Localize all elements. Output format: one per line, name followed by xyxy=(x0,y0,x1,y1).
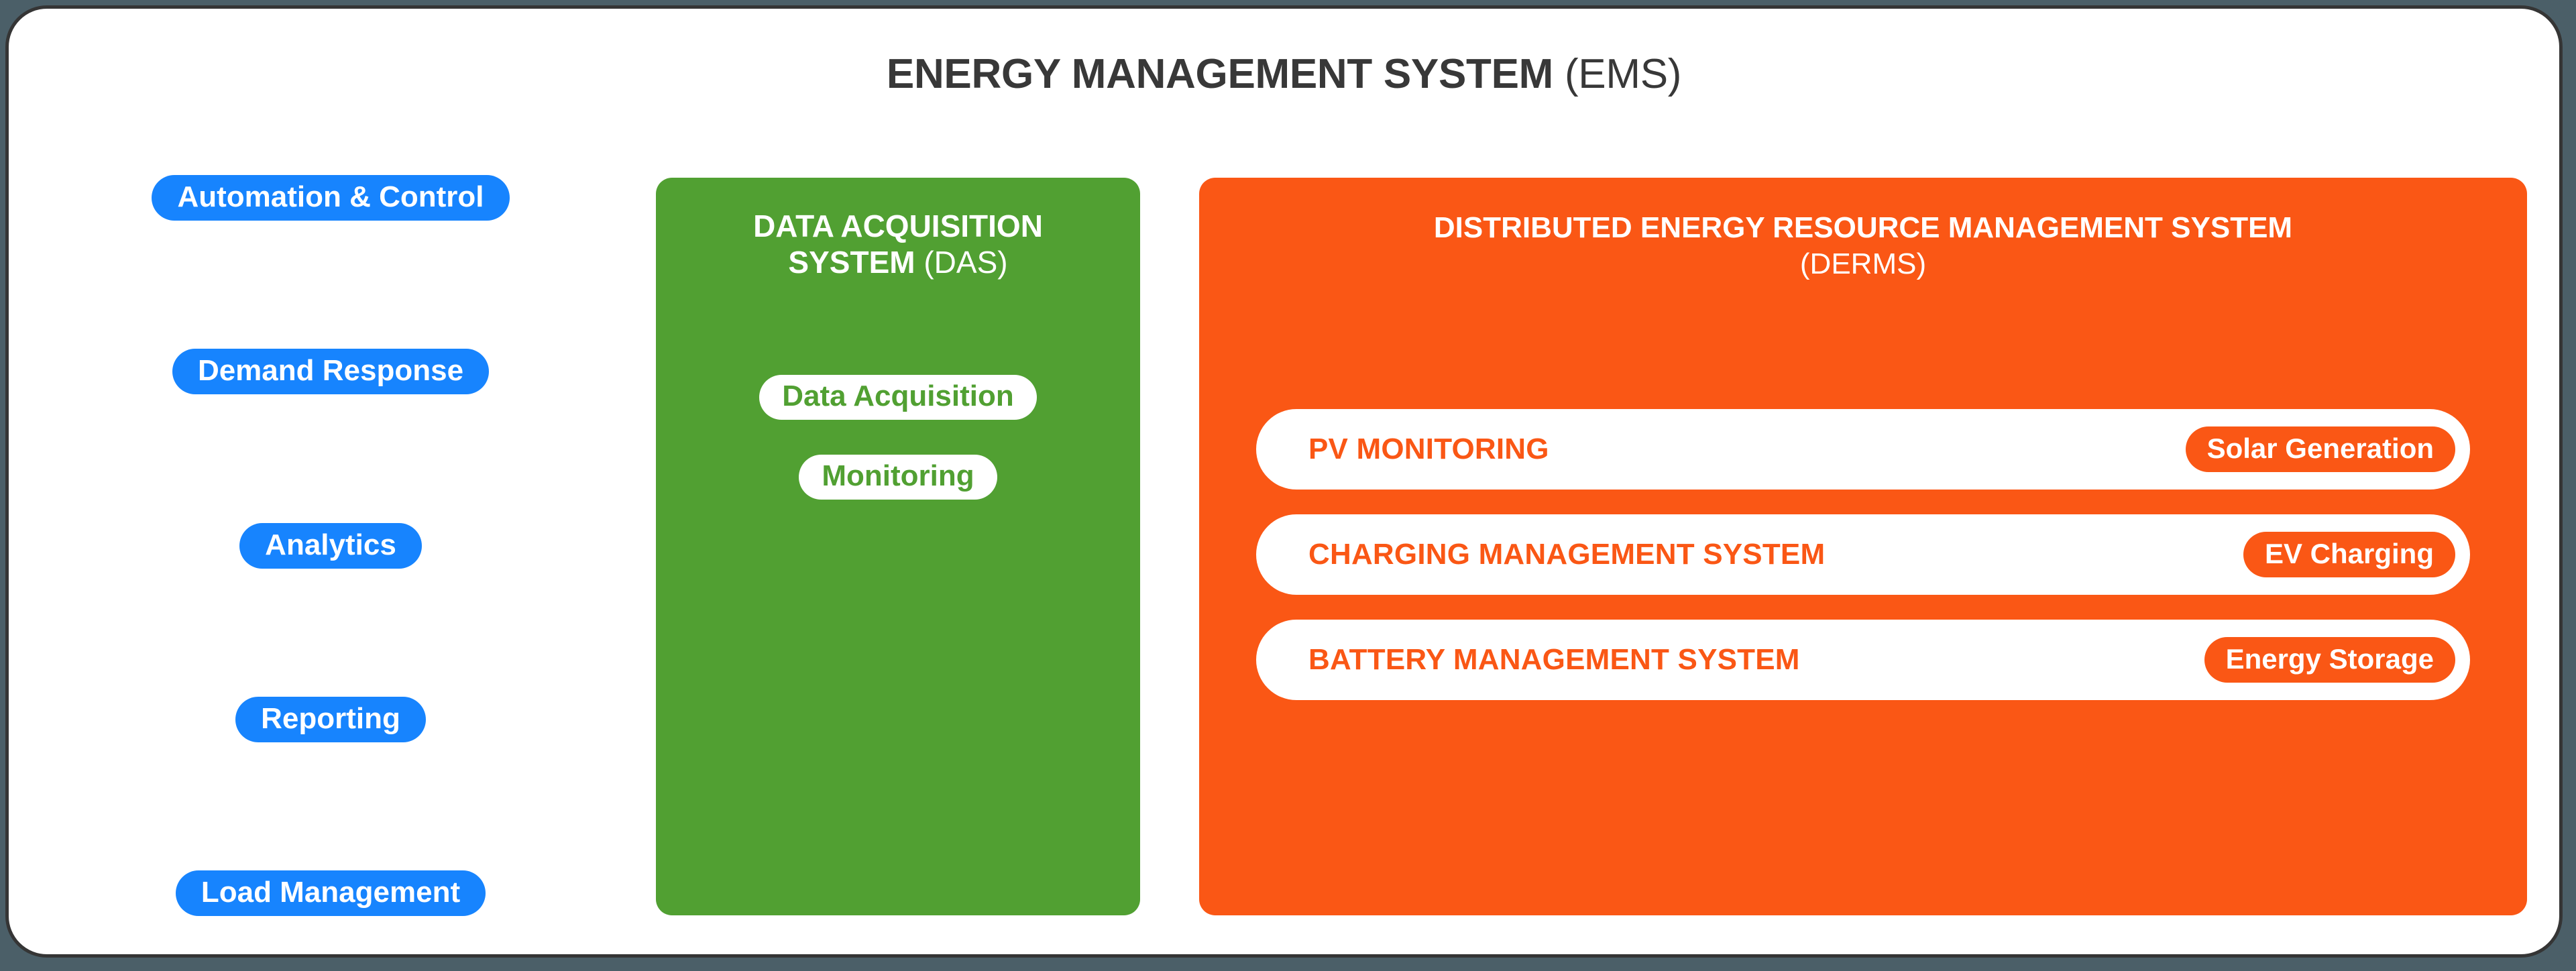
pill-label: Automation & Control xyxy=(177,180,484,213)
pill-label: Load Management xyxy=(201,876,461,909)
derms-row-pv-monitoring[interactable]: PV MONITORING Solar Generation xyxy=(1256,409,2470,490)
pill-label: Data Acquisition xyxy=(782,379,1014,412)
page-title-main: ENERGY MANAGEMENT SYSTEM xyxy=(886,51,1554,97)
pill-automation-and-control[interactable]: Automation & Control xyxy=(152,175,510,221)
pill-label: Monitoring xyxy=(822,459,974,492)
pill-label: Analytics xyxy=(265,528,396,561)
page-title: ENERGY MANAGEMENT SYSTEM (EMS) xyxy=(9,50,2559,98)
pill-load-management[interactable]: Load Management xyxy=(175,870,486,916)
pill-monitoring[interactable]: Monitoring xyxy=(799,454,997,500)
das-pill-group: Data Acquisition Monitoring xyxy=(759,374,1037,500)
das-panel: DATA ACQUISITION SYSTEM (DAS) Data Acqui… xyxy=(656,178,1140,915)
page-title-abbreviation: (EMS) xyxy=(1553,51,1682,97)
derms-row-label: BATTERY MANAGEMENT SYSTEM xyxy=(1308,643,1800,676)
pill-data-acquisition[interactable]: Data Acquisition xyxy=(759,374,1037,420)
derms-panel-title: DISTRIBUTED ENERGY RESOURCE MANAGEMENT S… xyxy=(1199,210,2527,282)
pill-label: Reporting xyxy=(261,701,400,735)
derms-panel: DISTRIBUTED ENERGY RESOURCE MANAGEMENT S… xyxy=(1199,178,2527,915)
derms-row-label: CHARGING MANAGEMENT SYSTEM xyxy=(1308,538,1826,571)
capability-pill-column: Automation & Control Demand Response Ana… xyxy=(66,175,596,916)
pill-label: Demand Response xyxy=(197,354,464,388)
das-title-abbreviation: (DAS) xyxy=(915,245,1008,280)
derms-row-tag-ev-charging[interactable]: EV Charging xyxy=(2243,532,2455,577)
derms-row-tag-solar-generation[interactable]: Solar Generation xyxy=(2185,426,2455,472)
derms-row-label: PV MONITORING xyxy=(1308,433,1549,465)
pill-demand-response[interactable]: Demand Response xyxy=(172,349,490,395)
pill-reporting[interactable]: Reporting xyxy=(235,696,426,742)
derms-title-abbreviation: (DERMS) xyxy=(1799,247,1927,280)
derms-title-line1: DISTRIBUTED ENERGY RESOURCE MANAGEMENT S… xyxy=(1433,211,2293,244)
derms-row-charging-management-system[interactable]: CHARGING MANAGEMENT SYSTEM EV Charging xyxy=(1256,514,2470,595)
derms-row-tag-energy-storage[interactable]: Energy Storage xyxy=(2204,637,2455,683)
ems-diagram-card: ENERGY MANAGEMENT SYSTEM (EMS) Automatio… xyxy=(5,5,2563,958)
pill-analytics[interactable]: Analytics xyxy=(239,522,422,569)
derms-row-list: PV MONITORING Solar Generation CHARGING … xyxy=(1256,409,2470,700)
derms-row-battery-management-system[interactable]: BATTERY MANAGEMENT SYSTEM Energy Storage xyxy=(1256,620,2470,700)
das-title-line2-main: SYSTEM xyxy=(788,245,915,280)
das-title-line1: DATA ACQUISITION xyxy=(753,209,1043,243)
das-panel-title: DATA ACQUISITION SYSTEM (DAS) xyxy=(656,208,1140,281)
